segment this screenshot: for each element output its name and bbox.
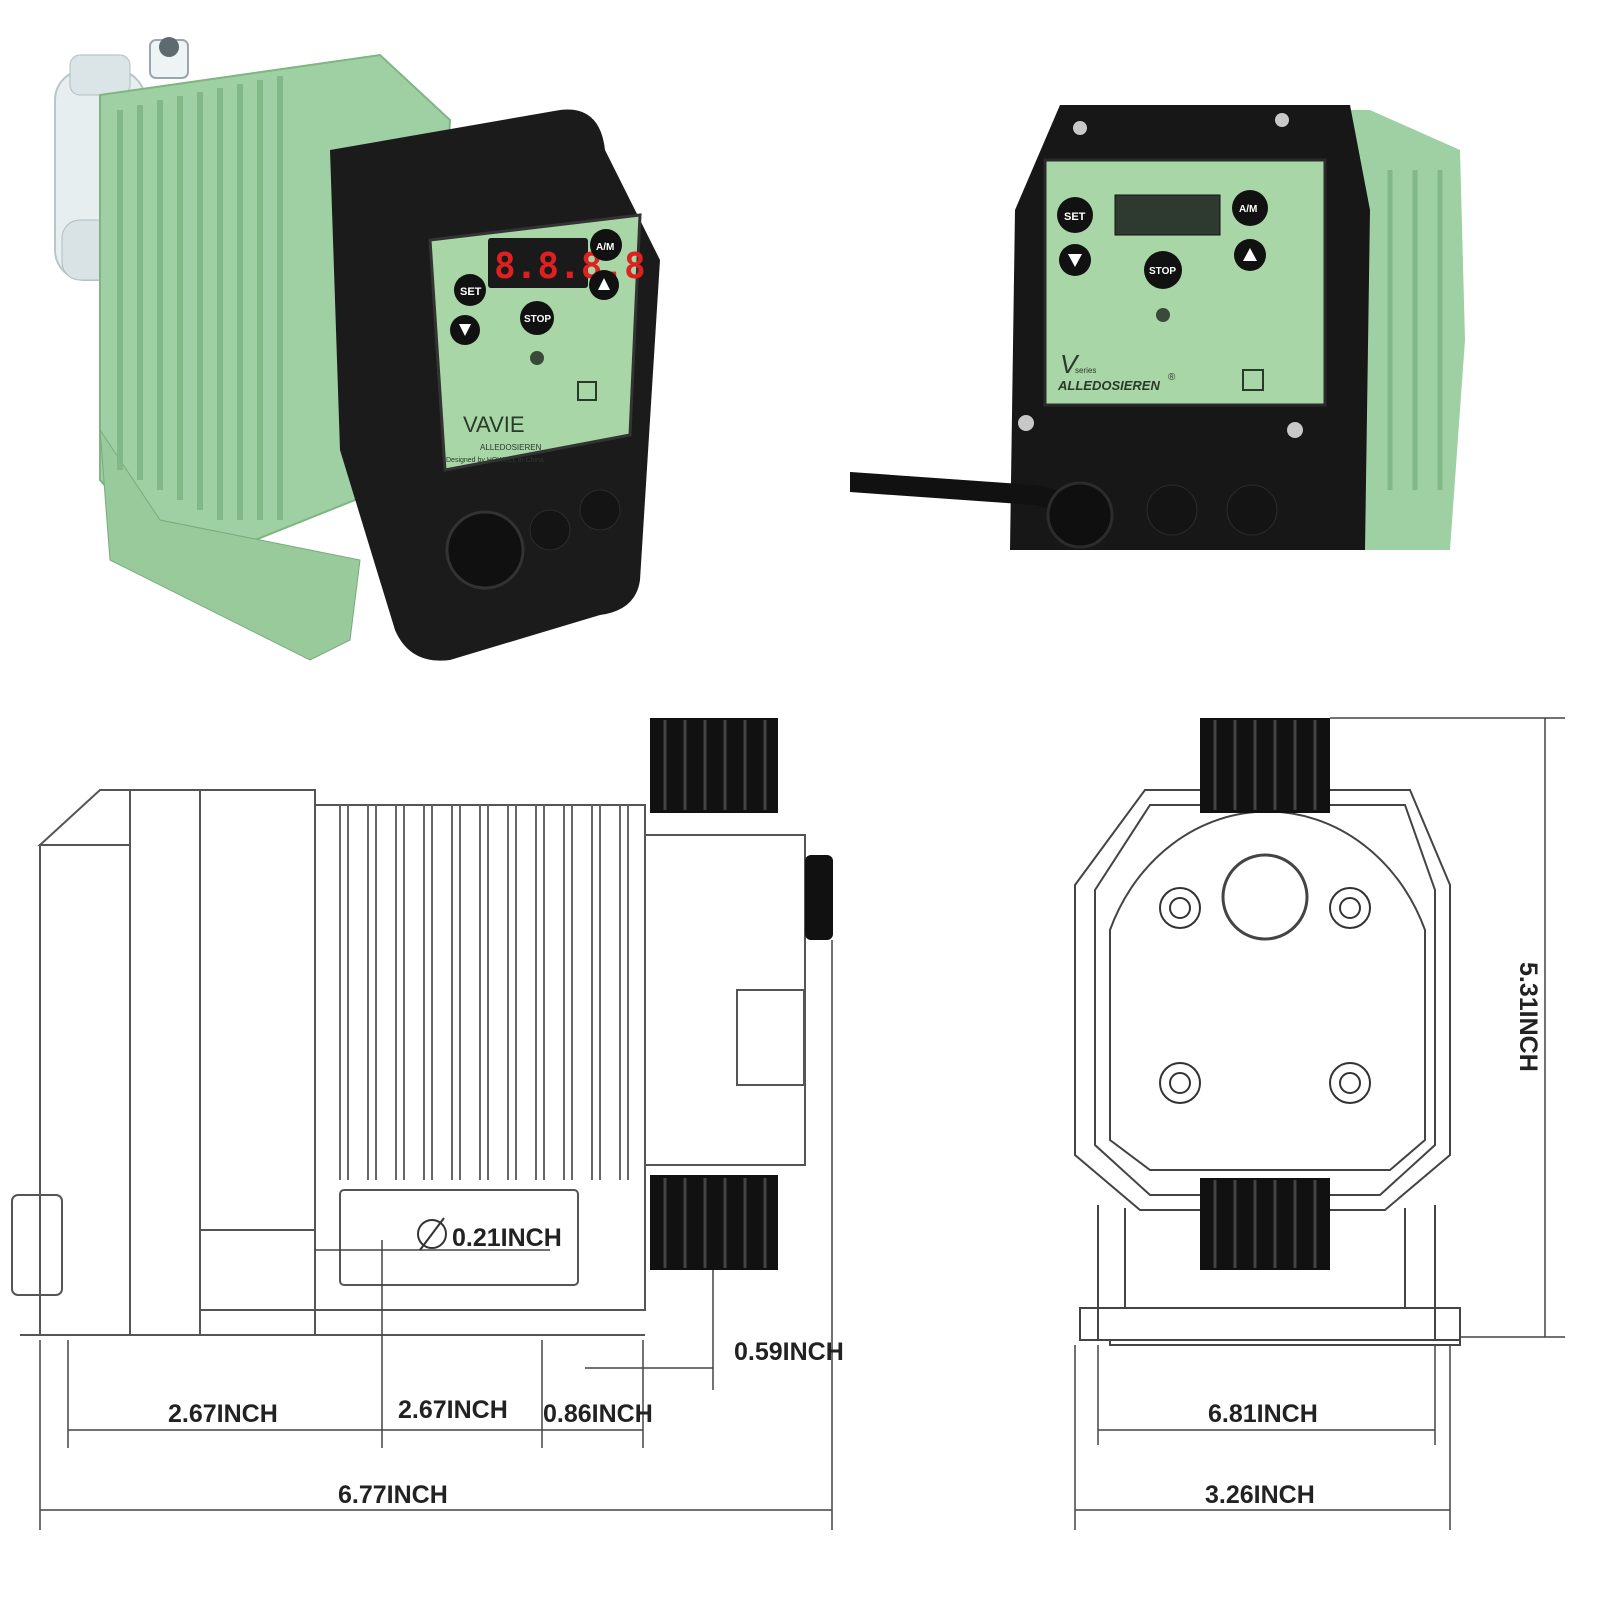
pump-photo-front-angle: 8.8.8.8 SET A/M STOP VAVIE ALLEDOSIEREN … bbox=[0, 0, 800, 700]
dim-overall-width: 3.26INCH bbox=[1205, 1481, 1315, 1509]
arrow-down-icon bbox=[1068, 254, 1082, 267]
dim-059: 0.59INCH bbox=[734, 1338, 844, 1366]
down-button-left[interactable] bbox=[450, 315, 480, 345]
led-display-left: 8.8.8.8 bbox=[494, 246, 646, 287]
stop-button-left[interactable]: STOP bbox=[520, 301, 554, 335]
diameter-slash bbox=[419, 1217, 445, 1251]
lcd-display-right bbox=[1114, 194, 1221, 236]
screw-icon bbox=[1018, 415, 1034, 431]
dim-base-left: 2.67INCH bbox=[168, 1400, 278, 1428]
front-bolts bbox=[1159, 887, 1371, 1104]
blank-port-right-2 bbox=[1226, 484, 1278, 536]
dim-height: 5.31INCH bbox=[1514, 962, 1542, 1072]
dim-hole-diameter: 0.21INCH bbox=[452, 1224, 562, 1252]
set-button-left[interactable]: SET bbox=[454, 274, 486, 306]
hole-diameter-icon bbox=[417, 1219, 447, 1249]
pump-illustration-right: SET A/M STOP V series ALLEDOSIEREN ® bbox=[850, 105, 1465, 550]
svg-text:A/M: A/M bbox=[596, 242, 614, 253]
front-dimension-lines bbox=[1074, 717, 1565, 1530]
pump-photo-front-closeup: SET A/M STOP V series ALLEDOSIEREN ® bbox=[850, 90, 1490, 560]
side-knob bbox=[805, 855, 833, 940]
dim-base-right: 0.86INCH bbox=[543, 1400, 653, 1428]
brand-label-right: ALLEDOSIEREN bbox=[1057, 378, 1160, 393]
up-button-right[interactable] bbox=[1234, 239, 1266, 271]
svg-text:STOP: STOP bbox=[524, 314, 551, 325]
pump-illustration-left: 8.8.8.8 SET A/M STOP VAVIE ALLEDOSIEREN … bbox=[54, 37, 660, 661]
dim-base-width: 6.81INCH bbox=[1208, 1400, 1318, 1428]
am-button-left[interactable]: A/M bbox=[590, 229, 622, 261]
am-button-right[interactable]: A/M bbox=[1232, 190, 1268, 226]
top-fitting-side bbox=[650, 718, 778, 813]
cable-gland-right bbox=[1046, 481, 1114, 549]
screw-icon bbox=[1073, 121, 1087, 135]
down-button-right[interactable] bbox=[1059, 244, 1091, 276]
arrow-down-icon bbox=[459, 324, 471, 336]
up-button-left[interactable] bbox=[589, 270, 619, 300]
svg-text:SET: SET bbox=[460, 286, 482, 298]
blank-port-right-1 bbox=[1146, 484, 1198, 536]
dim-overall-length: 6.77INCH bbox=[338, 1481, 448, 1509]
motor-housing-right bbox=[1340, 110, 1465, 550]
front-view-outline bbox=[1074, 789, 1461, 1346]
svg-text:STOP: STOP bbox=[1149, 266, 1176, 277]
set-button-right[interactable]: SET bbox=[1057, 197, 1093, 233]
subbrand-label-left: ALLEDOSIEREN bbox=[480, 443, 542, 452]
series-mark: V bbox=[1060, 349, 1080, 379]
side-view-drawing: 0.21INCH 0.59INCH 2.67INCH 2.67INCH 0.86… bbox=[0, 700, 900, 1600]
logo-icon bbox=[1242, 369, 1264, 391]
registered-mark: ® bbox=[1168, 372, 1176, 383]
svg-text:SET: SET bbox=[1064, 211, 1086, 223]
series-word: series bbox=[1075, 366, 1096, 375]
bottom-fitting-front bbox=[1200, 1178, 1330, 1270]
screw-icon bbox=[1275, 113, 1289, 127]
blank-port-left-1 bbox=[529, 509, 571, 551]
arrow-up-icon bbox=[598, 278, 610, 290]
brand-label-left: VAVIE bbox=[463, 412, 525, 437]
controller-housing-left: 8.8.8.8 bbox=[330, 109, 660, 661]
side-dimension-lines bbox=[39, 940, 833, 1530]
blank-port-left-2 bbox=[579, 489, 621, 531]
cable-gland-left bbox=[445, 510, 525, 590]
svg-text:A/M: A/M bbox=[1239, 204, 1257, 215]
stop-button-right[interactable]: STOP bbox=[1144, 251, 1182, 289]
screw-icon bbox=[1287, 422, 1303, 438]
front-view-drawing: 5.31INCH 6.81INCH 3.26INCH bbox=[1050, 700, 1600, 1600]
designed-by-label-left: Designed by HOWELL in China bbox=[446, 457, 544, 464]
logo-icon bbox=[577, 381, 597, 401]
side-view-svg: 0.21INCH 0.59INCH 2.67INCH 2.67INCH 0.86… bbox=[11, 718, 844, 1530]
status-led-right bbox=[1156, 308, 1170, 322]
top-fitting-front bbox=[1200, 718, 1330, 813]
side-view-outline bbox=[11, 789, 806, 1336]
bottom-fitting-side bbox=[650, 1175, 778, 1270]
dim-base-middle: 2.67INCH bbox=[398, 1396, 508, 1424]
status-led-left bbox=[530, 351, 544, 365]
arrow-up-icon bbox=[1243, 248, 1257, 261]
front-view-svg: 5.31INCH 6.81INCH 3.26INCH bbox=[1074, 717, 1565, 1530]
